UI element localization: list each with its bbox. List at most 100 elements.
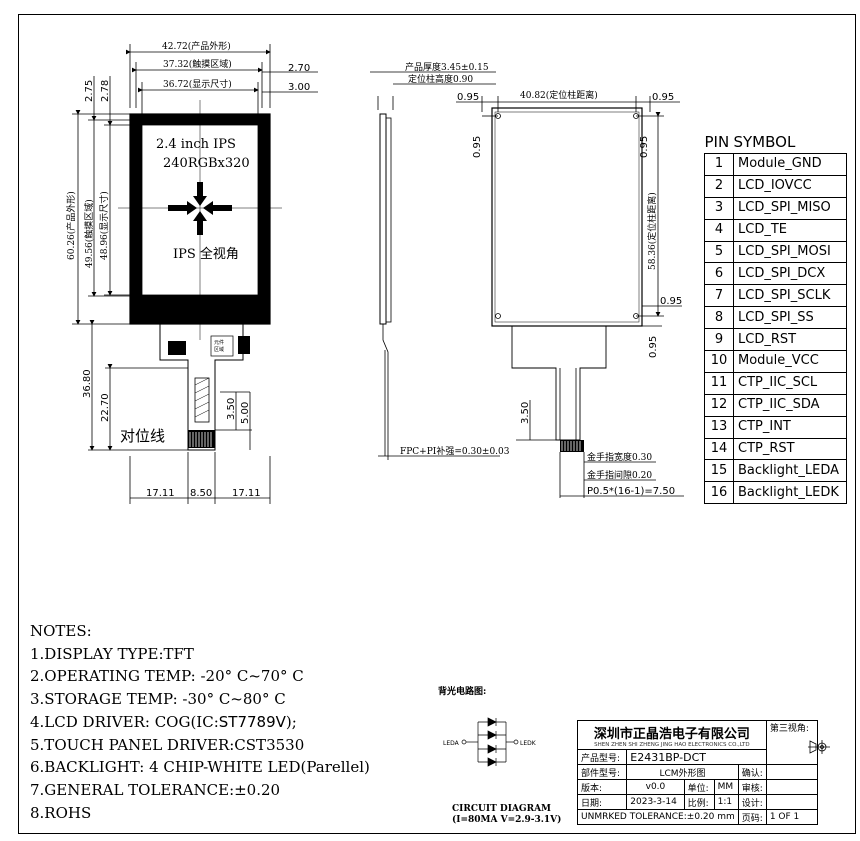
alignment-line-label: 对位线: [120, 427, 165, 445]
pin-number: 1: [704, 153, 734, 176]
note-line: 3.STORAGE TEMP: -30° C~80° C: [30, 690, 286, 709]
pin-number: 15: [704, 459, 734, 483]
lcd-viewing-text: IPS 全视角: [173, 246, 239, 262]
title-block: 深圳市正晶浩电子有限公司 SHEN ZHEN SHI ZHENG JING HA…: [576, 720, 818, 825]
review-label: 审核:: [737, 779, 767, 795]
front-view: 2.4 inch IPS 240RGBx320 IPS 全视角 元件 区域 42…: [65, 40, 318, 504]
company-cell: 深圳市正晶浩电子有限公司 SHEN ZHEN SHI ZHENG JING HA…: [577, 720, 767, 750]
lcd-size-text: 2.4 inch IPS: [156, 137, 236, 152]
dim-display-width: 36.72(显示尺寸): [163, 78, 232, 90]
back-dim-095-tl: 0.95: [457, 92, 479, 103]
pin-number: 7: [704, 284, 734, 308]
pin-symbol: LCD_IOVCC: [733, 174, 847, 198]
pin-symbol: Backlight_LEDA: [733, 459, 847, 483]
pin-symbol: LCD_SPI_DCX: [733, 262, 847, 286]
pin-symbol: CTP_INT: [733, 415, 847, 439]
third-view-cell: 第三视角:: [765, 720, 818, 765]
side-thickness: 产品厚度3.45±0.15: [405, 61, 489, 73]
back-dim-095-left: 0.95: [472, 136, 483, 158]
back-finger-gap: 金手指间隙0.20: [587, 469, 652, 481]
version: v0.0: [626, 779, 685, 795]
back-view: 0.95 40.82(定位柱距离) 0.95 0.95 0.95 58.36(定…: [456, 89, 684, 498]
note-line: 5.TOUCH PANEL DRIVER:CST3530: [30, 735, 305, 754]
note-line: 2.OPERATING TEMP: -20° C~70° C: [30, 667, 304, 686]
dim-left-275: 2.75: [84, 80, 95, 102]
dim-350: 3.50: [226, 398, 237, 420]
drawing-frame: [18, 14, 856, 834]
pin-number: 3: [704, 196, 734, 220]
part-label: 部件型号:: [576, 764, 628, 780]
pin-number: 14: [704, 437, 734, 461]
note-line: 4.LCD DRIVER: COG(IC:ST7789V);: [30, 712, 297, 731]
back-dim-095-right: 0.95: [639, 136, 650, 158]
pin-symbol: LCD_SPI_MOSI: [733, 240, 847, 264]
pin-symbol: CTP_RST: [733, 437, 847, 461]
dim-1711-left: 17.11: [146, 488, 175, 499]
dim-850: 8.50: [190, 488, 212, 499]
dim-2270: 22.70: [100, 393, 111, 422]
company-name: 深圳市正晶浩电子有限公司: [593, 726, 750, 742]
pin-number: 5: [704, 240, 734, 264]
pin-symbol: Module_VCC: [733, 350, 847, 373]
side-view: 产品厚度3.45±0.15 定位柱高度0.90 FPC+PI补强=0.30±0.…: [370, 61, 510, 460]
symbol-header: SYMBOL: [733, 133, 796, 151]
dim-touch-height: 49.56(触摸区域): [83, 199, 95, 268]
back-dim-pin-vertical: 58.36(定位柱距离): [646, 192, 658, 270]
version-label: 版本:: [576, 779, 628, 795]
back-dim-pin-distance: 40.82(定位柱距离): [520, 89, 598, 101]
dim-3680: 36.80: [82, 369, 93, 398]
tolerance: UNMRKED TOLERANCE:±0.20 mm: [577, 809, 739, 825]
side-pin-height: 定位柱高度0.90: [408, 73, 473, 85]
confirm-label: 确认:: [737, 764, 767, 780]
svg-text:区域: 区域: [214, 346, 224, 353]
dim-overall-height: 60.26(产品外形): [65, 191, 77, 260]
circuit-title: 背光电路图:: [438, 687, 487, 697]
pin-symbol: LCD_RST: [733, 328, 847, 352]
back-pitch: P0.5*(16-1)=7.50: [587, 486, 675, 497]
note-line: 6.BACKLIGHT: 4 CHIP-WHITE LED(Parellel): [30, 758, 370, 777]
page-label: 页码:: [737, 809, 767, 825]
circuit-leda: LEDA: [443, 740, 460, 747]
dim-right-270: 2.70: [288, 63, 310, 74]
pin-symbol: LCD_SPI_MISO: [733, 196, 847, 220]
product-model: E2431BP-DCT: [626, 749, 767, 765]
company-name-en: SHEN ZHEN SHI ZHENG JING HAO ELECTRONICS…: [594, 741, 750, 748]
pin-symbol: CTP_IIC_SCL: [733, 371, 847, 395]
scale-label: 比例:: [683, 794, 715, 810]
pin-number: 2: [704, 174, 734, 198]
date: 2023-3-14: [626, 794, 685, 810]
scale: 1:1: [713, 794, 739, 810]
dim-right-300: 3.00: [288, 82, 310, 93]
circuit-diagram: LEDA LEDK: [443, 717, 537, 767]
note-line: 8.ROHS: [30, 803, 92, 822]
pin-symbol: Backlight_LEDK: [733, 481, 847, 505]
date-label: 日期:: [576, 794, 628, 810]
note-line: 7.GENERAL TOLERANCE:±0.20: [30, 780, 281, 799]
pin-number: 8: [704, 306, 734, 330]
pin-symbol: Module_GND: [733, 153, 847, 176]
note-line: 1.DISPLAY TYPE:TFT: [30, 644, 194, 663]
circuit-ledk: LEDK: [520, 740, 537, 747]
pin-symbol: CTP_IIC_SDA: [733, 393, 847, 417]
center-arrows: [168, 182, 232, 235]
side-fpc-label: FPC+PI补强=0.30±0.03: [400, 445, 510, 457]
pin-number: 12: [704, 393, 734, 417]
pin-number: 6: [704, 262, 734, 286]
lcd-resolution-text: 240RGBx320: [163, 156, 250, 171]
unit: MM: [713, 779, 739, 795]
